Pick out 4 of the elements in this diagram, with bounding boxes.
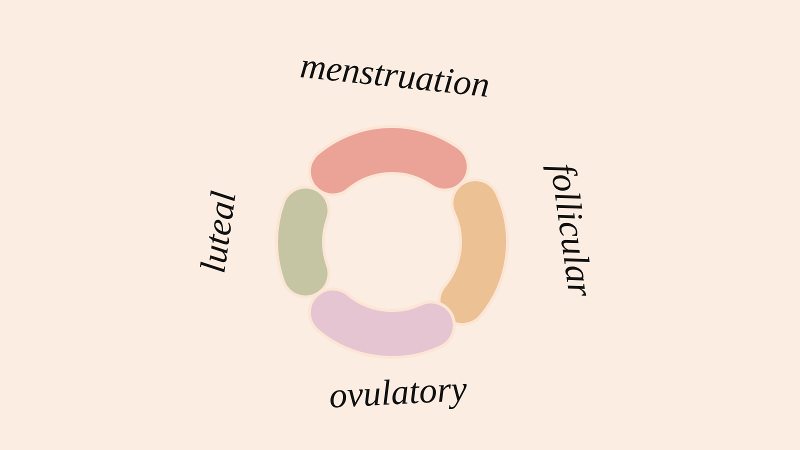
- phase-label: follicular: [544, 161, 600, 299]
- phase-label: ovulatory: [328, 370, 468, 414]
- phase-label: luteal: [194, 188, 242, 276]
- phase-label: menstruation: [298, 47, 492, 103]
